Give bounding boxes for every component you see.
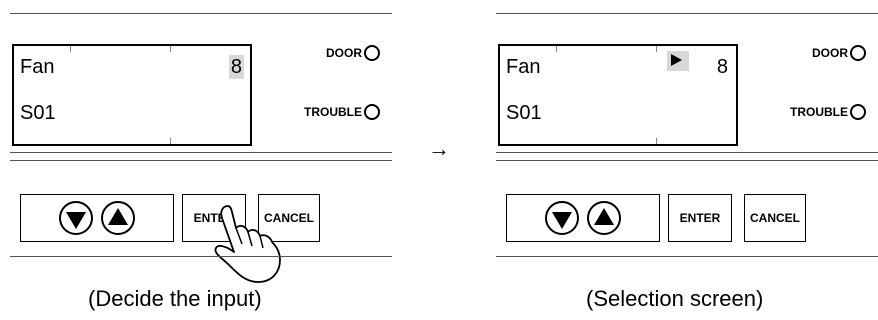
down-arrow-button[interactable] <box>59 201 93 235</box>
trouble-label: TROUBLE <box>304 105 362 119</box>
cancel-button[interactable]: CANCEL <box>744 194 806 242</box>
door-indicator: DOOR <box>326 45 380 61</box>
door-led-icon <box>364 45 380 61</box>
divider-line <box>10 160 392 161</box>
door-label: DOOR <box>326 46 362 60</box>
up-triangle-icon <box>108 207 128 225</box>
door-indicator: DOOR <box>812 45 866 61</box>
transition-arrow-icon: → <box>428 136 450 161</box>
divider-line <box>496 13 878 14</box>
divider-line <box>10 256 392 257</box>
down-triangle-icon <box>66 211 86 229</box>
lcd-display: Fan 8 S01 <box>498 44 738 146</box>
trouble-label: TROUBLE <box>790 105 848 119</box>
divider-line <box>496 152 878 153</box>
caption-after: (Selection screen) <box>586 286 764 311</box>
lcd-value: 8 <box>228 55 244 79</box>
arrow-keys-group <box>20 194 174 242</box>
hand-pointer-icon <box>214 205 281 283</box>
lcd-line1: Fan <box>20 56 55 78</box>
divider-line <box>10 152 392 153</box>
down-triangle-icon <box>552 211 572 229</box>
lcd-display: Fan 8 S01 <box>12 44 252 146</box>
trouble-led-icon <box>850 104 866 120</box>
arrow-keys-group <box>506 194 660 242</box>
down-arrow-button[interactable] <box>545 201 579 235</box>
panel-after: Fan 8 S01 DOOR TROUBLE ENTER CANCEL (Sel… <box>496 0 878 320</box>
cancel-button[interactable]: CANCEL <box>258 194 320 242</box>
caption-before: (Decide the input) <box>88 286 262 311</box>
divider-line <box>496 160 878 161</box>
divider-line <box>496 256 878 257</box>
divider-line <box>10 13 392 14</box>
trouble-indicator: TROUBLE <box>790 104 866 120</box>
up-arrow-button[interactable] <box>101 201 135 235</box>
enter-button[interactable]: ENTER <box>668 194 732 242</box>
panel-before: Fan 8 S01 DOOR TROUBLE ENTER CANCEL (Dec… <box>10 0 392 320</box>
lcd-line1: Fan <box>506 56 541 78</box>
trouble-led-icon <box>364 104 380 120</box>
trouble-indicator: TROUBLE <box>304 104 380 120</box>
up-arrow-button[interactable] <box>587 201 621 235</box>
door-led-icon <box>850 45 866 61</box>
selection-cursor-icon <box>671 54 682 66</box>
lcd-line2: S01 <box>20 102 56 124</box>
lcd-value: 8 <box>716 56 728 78</box>
up-triangle-icon <box>594 207 614 225</box>
lcd-line2: S01 <box>506 102 542 124</box>
door-label: DOOR <box>812 46 848 60</box>
